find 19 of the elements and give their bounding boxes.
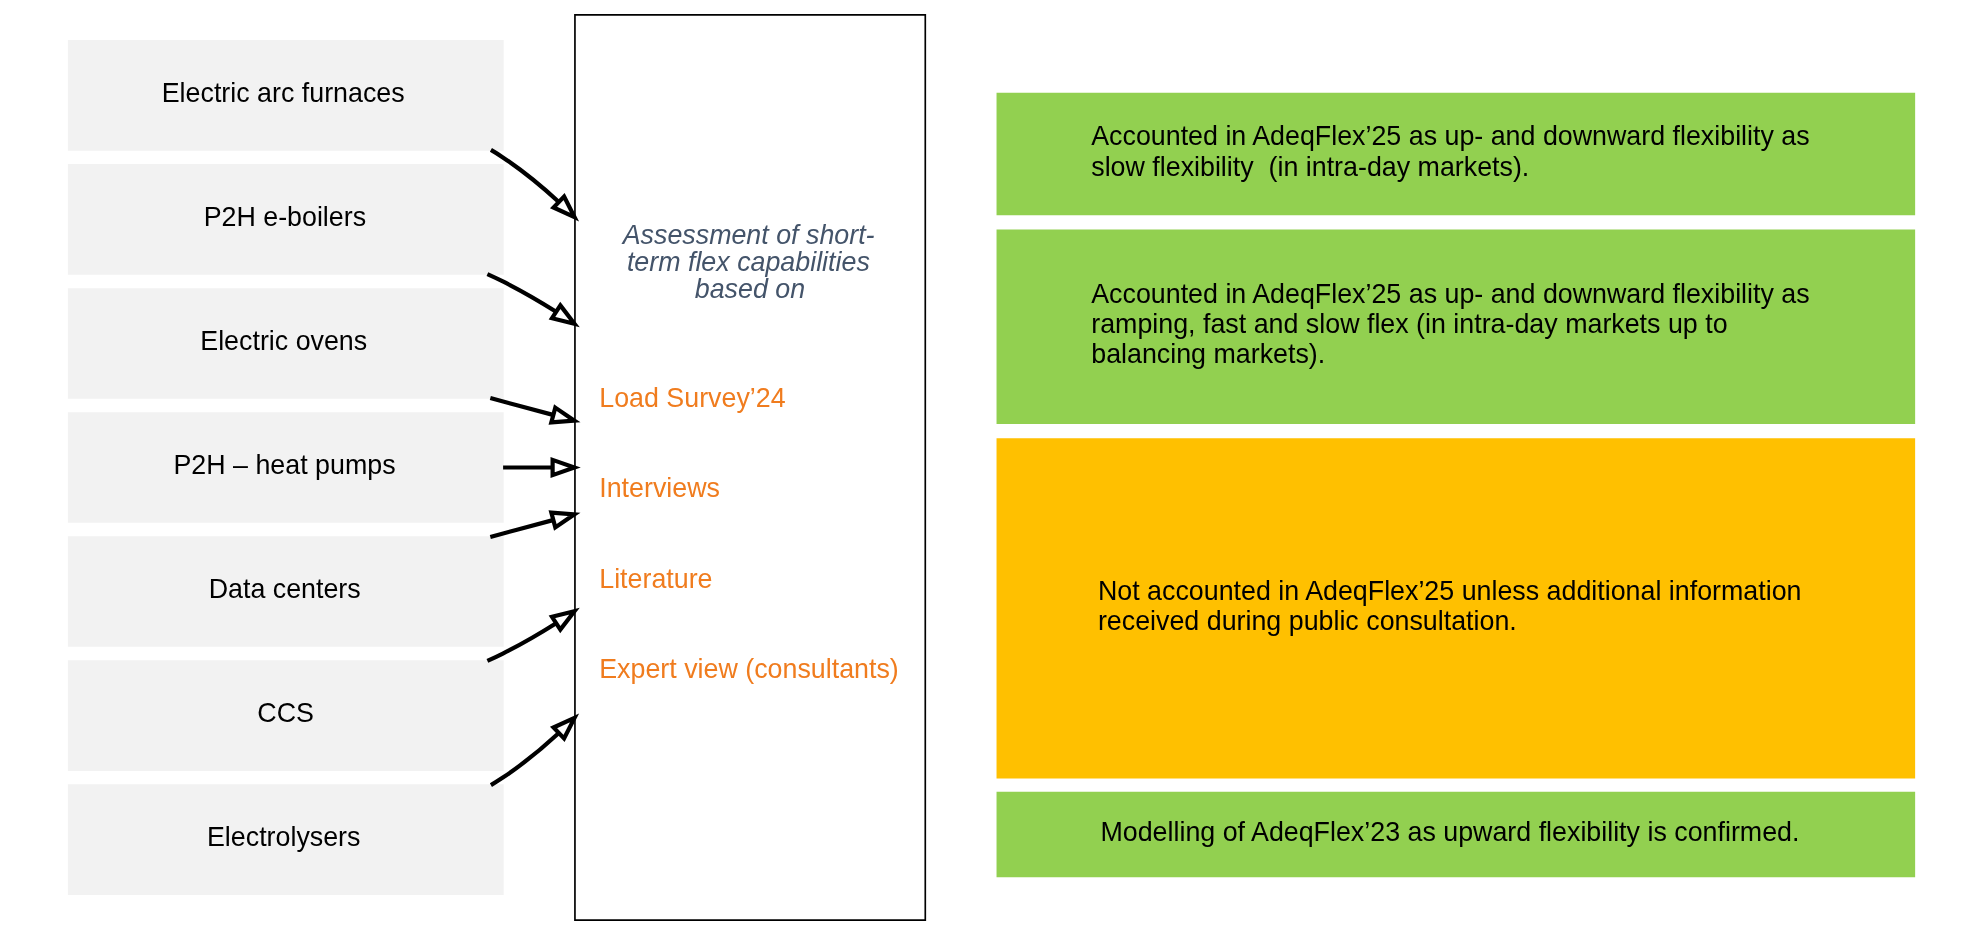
node-box: CCS	[67, 660, 504, 771]
arrow	[486, 607, 580, 663]
node-box: Assessment of short-term flex capabilities based on Load Survey’24 Interviews Literature Expert view (consultants)	[574, 14, 927, 921]
node-box: Electric ovens	[67, 288, 504, 399]
node-box: Accounted in AdeqFlex’25 as up- and downward flexibility as slow flexibility (in intra-day markets).	[996, 92, 1916, 216]
node-box: Data centers	[67, 536, 504, 647]
arrow	[489, 148, 580, 222]
arrow	[489, 510, 581, 539]
node-box: Electrolysers	[67, 784, 504, 895]
node-box: Modelling of AdeqFlex’23 as upward flexibility is confirmed.	[996, 791, 1916, 878]
node-box: Accounted in AdeqFlex’25 as up- and downward flexibility as ramping, fast and slow flex (in intra-day markets up to balancing markets).	[996, 229, 1916, 424]
node-box: P2H – heat pumps	[67, 412, 504, 523]
arrow	[503, 456, 581, 479]
arrow	[486, 272, 580, 328]
node-box: Not accounted in AdeqFlex’25 unless additional information received during public consultation.	[996, 438, 1916, 779]
arrow	[489, 713, 580, 787]
node-box: Electric arc furnaces	[67, 40, 504, 151]
node-box: P2H e-boilers	[67, 164, 504, 275]
arrow	[489, 396, 581, 425]
